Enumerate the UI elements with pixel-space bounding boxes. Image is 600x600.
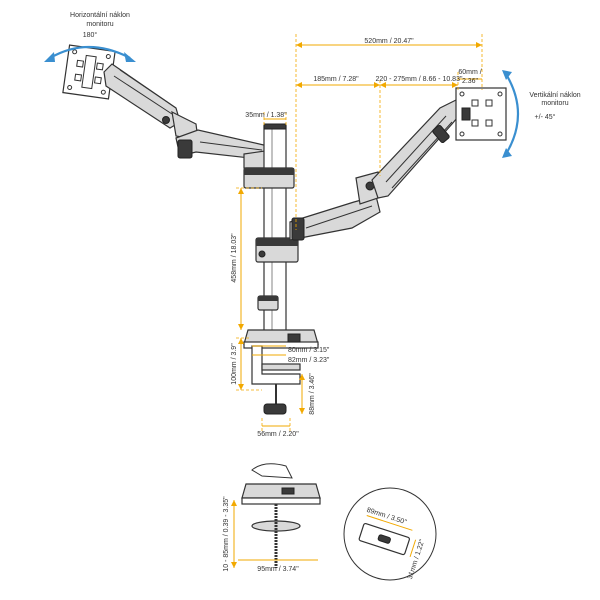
right-upper-arm <box>371 99 463 199</box>
left-rotation-title-2: monitoru <box>86 21 113 28</box>
left-upper-arm <box>103 63 199 141</box>
right-rotation-title-2: monitoru <box>541 100 568 107</box>
arm-range-label: 220 - 275mm / 8.66 - 10.83" <box>376 76 463 83</box>
clamp-inner-width-label: 82mm / 3.23" <box>288 357 330 364</box>
plate-detail <box>343 487 437 581</box>
arrow-head-right-icon <box>124 52 136 62</box>
right-rotation-value: +/- 45° <box>535 113 556 121</box>
arm-reach-label: 185mm / 7.28" <box>313 76 359 83</box>
grommet-thickness-label: 10 - 85mm / 0.39 - 3.35" <box>223 496 230 572</box>
arrow-head-left-icon <box>44 52 55 62</box>
left-vesa-plate <box>62 44 116 100</box>
right-rotation-arrow <box>502 70 520 158</box>
grommet-thickness-dimension <box>231 500 237 568</box>
left-rotation-title-1: Horizontální náklon <box>70 12 130 19</box>
clamp-height-dimension <box>236 337 262 391</box>
pole-diameter-label: 35mm / 1.38" <box>245 112 287 119</box>
pole-height-label: 458mm / 18.03" <box>231 233 238 283</box>
base-width-label: 56mm / 2.20" <box>257 431 299 438</box>
clamp-depth-label: 88mm / 3.46" <box>309 373 316 415</box>
vesa-offset-label-2: 2.36" <box>462 78 479 85</box>
right-vesa-plate <box>455 87 507 141</box>
rotation-arrow-icon <box>49 45 131 59</box>
base-width-dimension <box>261 418 291 432</box>
clamp <box>243 329 319 415</box>
grommet-mount <box>241 463 321 568</box>
rotation-arrow-icon <box>505 73 520 155</box>
vesa-plate-icon <box>62 44 116 100</box>
grommet-width-label: 95mm / 3.74" <box>257 566 299 573</box>
clamp-width-dimensions <box>252 345 286 356</box>
plate-width-label: 31mm / 1.22" <box>407 538 427 580</box>
left-lower-arm <box>175 129 273 169</box>
right-lower-arm <box>289 171 385 241</box>
right-rotation-title-1: Vertikální náklon <box>529 92 580 99</box>
left-rotation-arrow <box>44 45 136 62</box>
total-width-label: 520mm / 20.47" <box>364 38 414 45</box>
pole-height-dimension <box>236 187 262 330</box>
clamp-height-label: 100mm / 3.9" <box>231 343 238 385</box>
arrow-head-top-icon <box>502 70 512 80</box>
left-rotation-value: 180° <box>83 31 98 39</box>
arm-reach-dimension <box>296 72 482 176</box>
clamp-top-width-label: 80mm / 3.15" <box>288 347 330 354</box>
vesa-offset-label-1: 60mm / <box>458 69 481 76</box>
clamp-depth-dimension <box>299 374 305 414</box>
pole <box>243 123 299 339</box>
total-width-dimension <box>295 34 483 230</box>
pole-diameter-dimension <box>263 112 287 126</box>
arrow-head-bottom-icon <box>502 148 512 158</box>
